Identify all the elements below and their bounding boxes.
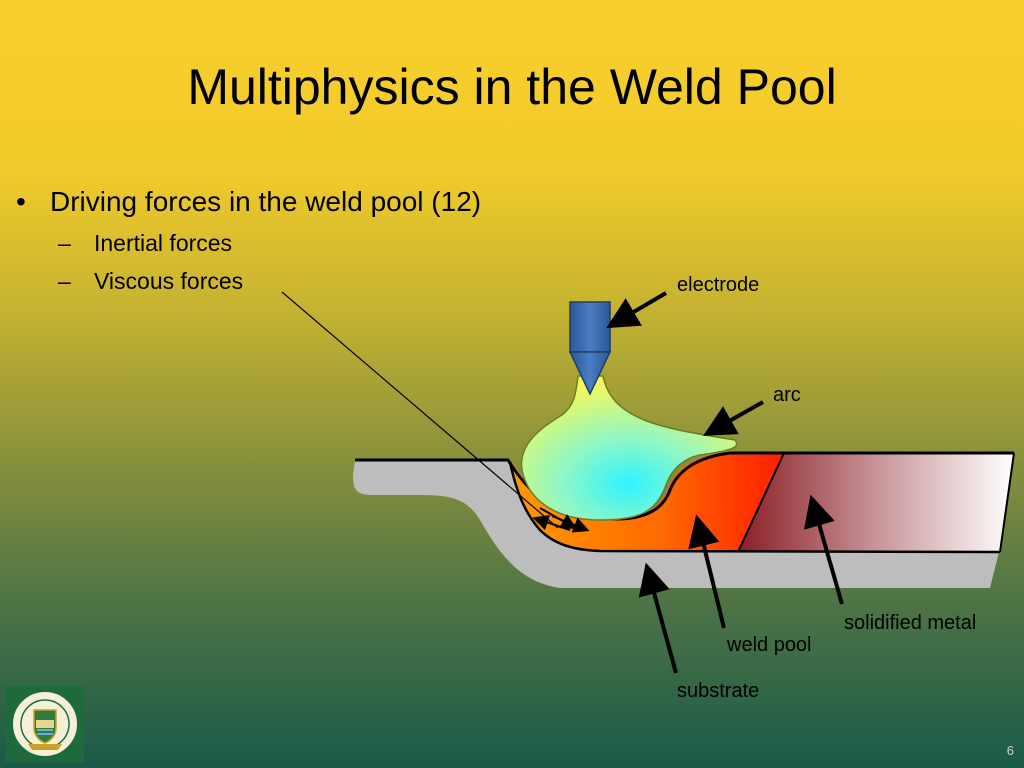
electrode-body bbox=[569, 301, 611, 353]
label-electrode: electrode bbox=[677, 274, 760, 296]
weld-pool-arrow bbox=[688, 514, 726, 629]
electrode-arrow bbox=[606, 291, 668, 329]
viscous-pointer-line bbox=[281, 291, 559, 529]
bullet-main-text: Driving forces in the weld pool (12) bbox=[50, 186, 482, 217]
flow-arrow bbox=[551, 515, 590, 533]
electrode-tip bbox=[568, 351, 612, 396]
label-substrate: substrate bbox=[677, 680, 760, 702]
slide-title: Multiphysics in the Weld Pool bbox=[187, 59, 837, 115]
arc-plasma-shape bbox=[520, 375, 738, 521]
substrate-shape bbox=[353, 460, 1000, 588]
sub-bullet-viscous: –Viscous forces bbox=[58, 268, 243, 295]
sub-bullet-dash: – bbox=[58, 230, 71, 256]
sub-bullet-viscous-text: Viscous forces bbox=[94, 268, 244, 294]
label-solidified-metal: solidified metal bbox=[844, 612, 977, 634]
bullet-main: • Driving forces in the weld pool (12) bbox=[16, 186, 481, 218]
sub-bullet-inertial: –Inertial forces bbox=[58, 230, 232, 257]
solidified-metal-shape bbox=[738, 453, 1014, 552]
page-number: 6 bbox=[1006, 743, 1014, 758]
label-arc: arc bbox=[773, 384, 801, 406]
university-of-alberta-crest-icon bbox=[6, 686, 84, 762]
bullet-dot: • bbox=[16, 186, 26, 217]
solidification-front bbox=[737, 452, 785, 553]
label-weld-pool: weld pool bbox=[727, 634, 812, 656]
arc-arrow bbox=[703, 400, 764, 436]
sub-bullet-dash: – bbox=[58, 268, 71, 294]
sub-bullet-inertial-text: Inertial forces bbox=[94, 230, 233, 256]
solidified-metal-arrow bbox=[804, 494, 844, 605]
substrate-arrow bbox=[638, 562, 678, 674]
substrate-end bbox=[999, 452, 1015, 553]
